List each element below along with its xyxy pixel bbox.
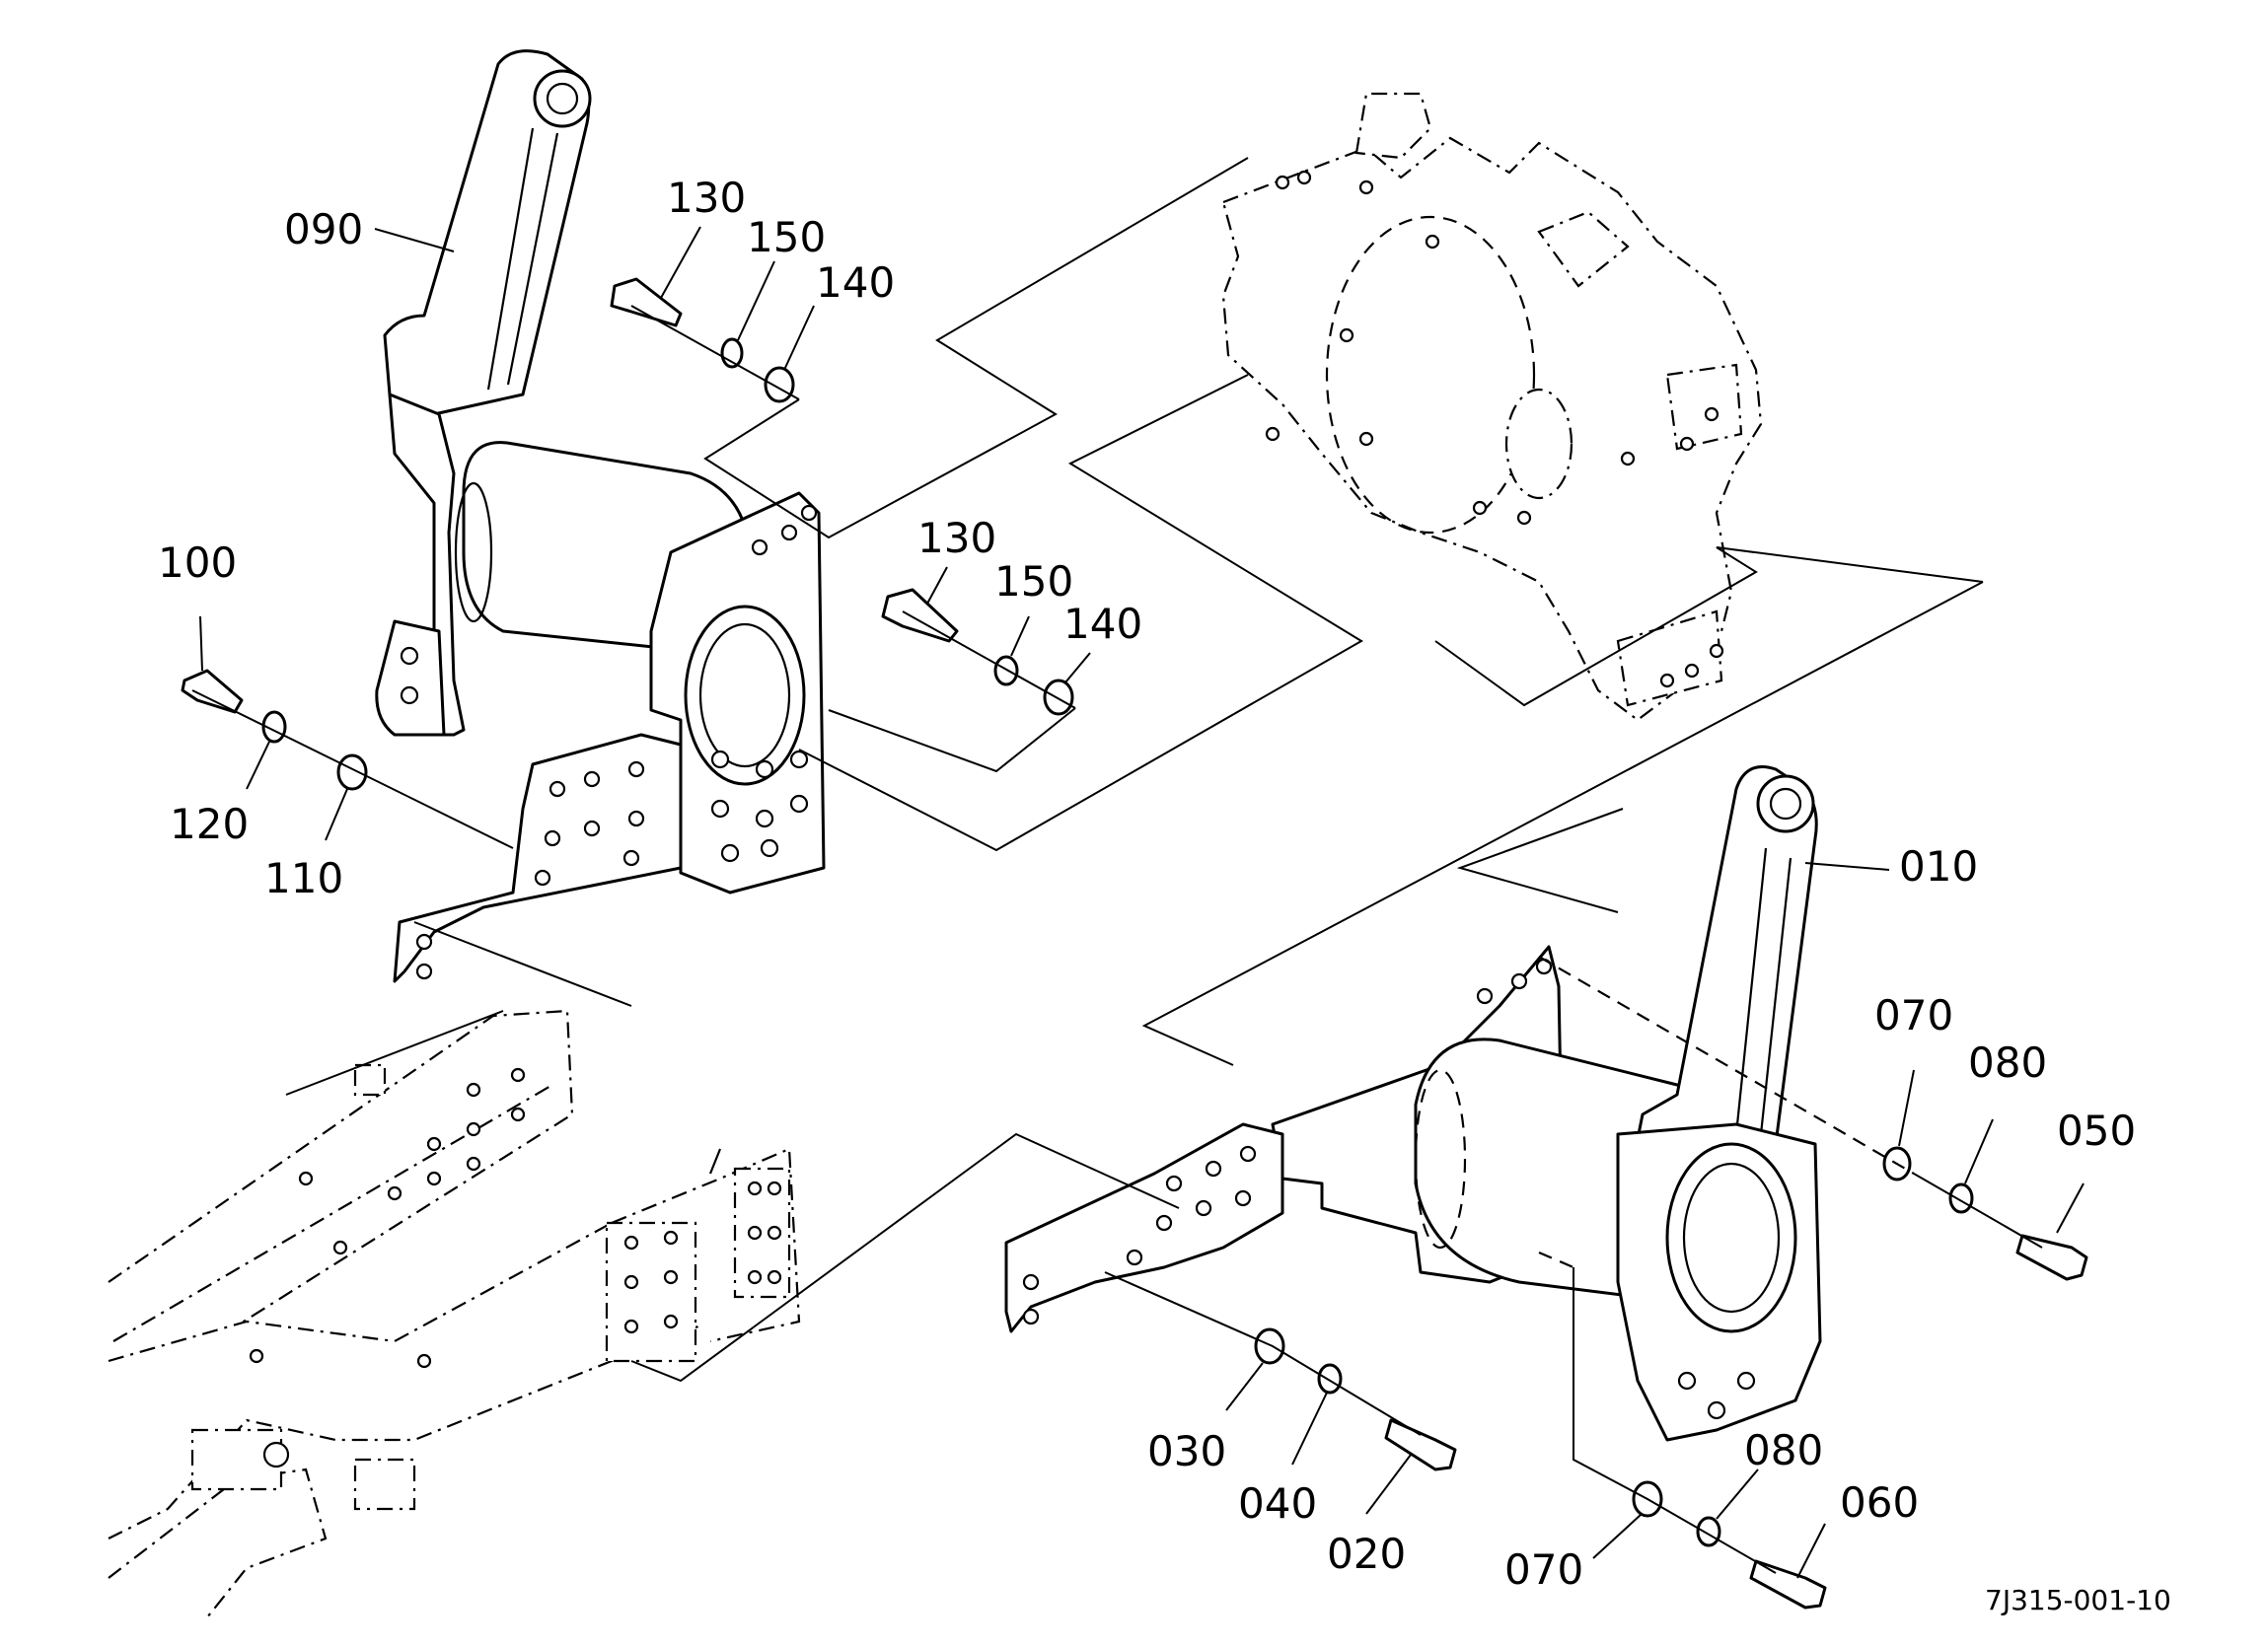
side-plate-holes xyxy=(1022,1145,1257,1325)
reference-code: 7J315-001-10 xyxy=(1985,1584,2171,1616)
callout-130-mid: 130 xyxy=(917,514,996,562)
frame-rails xyxy=(108,1009,801,1618)
callout-060: 060 xyxy=(1840,1478,1919,1527)
callout-080-right: 080 xyxy=(1968,1038,2047,1087)
housing-bolt-holes xyxy=(1265,170,1724,688)
bracket-plate-upper xyxy=(388,393,466,737)
callout-150-mid: 150 xyxy=(994,557,1073,606)
callout-110: 110 xyxy=(264,854,343,902)
callout-010: 010 xyxy=(1899,842,1978,891)
lower-plate-holes xyxy=(415,760,645,980)
upper-left-bracket-assembly xyxy=(375,49,826,983)
callout-labels: 090 130 150 140 100 130 150 140 120 110 … xyxy=(158,174,2171,1616)
callout-030: 030 xyxy=(1147,1427,1226,1475)
flywheel-housing xyxy=(1221,92,1763,722)
lower-right-bracket-assembly xyxy=(1004,765,1822,1442)
bracket-flange-left xyxy=(375,619,446,737)
callout-070-right: 070 xyxy=(1874,991,1953,1039)
frame-rail-holes xyxy=(249,1067,782,1468)
bracket-arm-lower-plate xyxy=(393,733,683,983)
callout-130-upper: 130 xyxy=(667,174,746,222)
assembly-guide-lines xyxy=(191,157,2043,1574)
callout-140-mid: 140 xyxy=(1063,600,1142,648)
fasteners xyxy=(181,277,2088,1610)
callout-120: 120 xyxy=(170,800,249,848)
callout-100: 100 xyxy=(158,538,237,587)
callout-050: 050 xyxy=(2057,1107,2136,1155)
callout-070-lower: 070 xyxy=(1504,1545,1583,1594)
callout-080-lower: 080 xyxy=(1744,1426,1823,1474)
callout-090: 090 xyxy=(284,205,363,253)
callout-140-upper: 140 xyxy=(816,258,895,307)
callout-040: 040 xyxy=(1238,1479,1317,1528)
callout-150-upper: 150 xyxy=(747,213,826,261)
callout-020: 020 xyxy=(1327,1530,1406,1578)
callout-leaders xyxy=(199,226,2085,1579)
upper-flange-holes xyxy=(710,504,818,863)
